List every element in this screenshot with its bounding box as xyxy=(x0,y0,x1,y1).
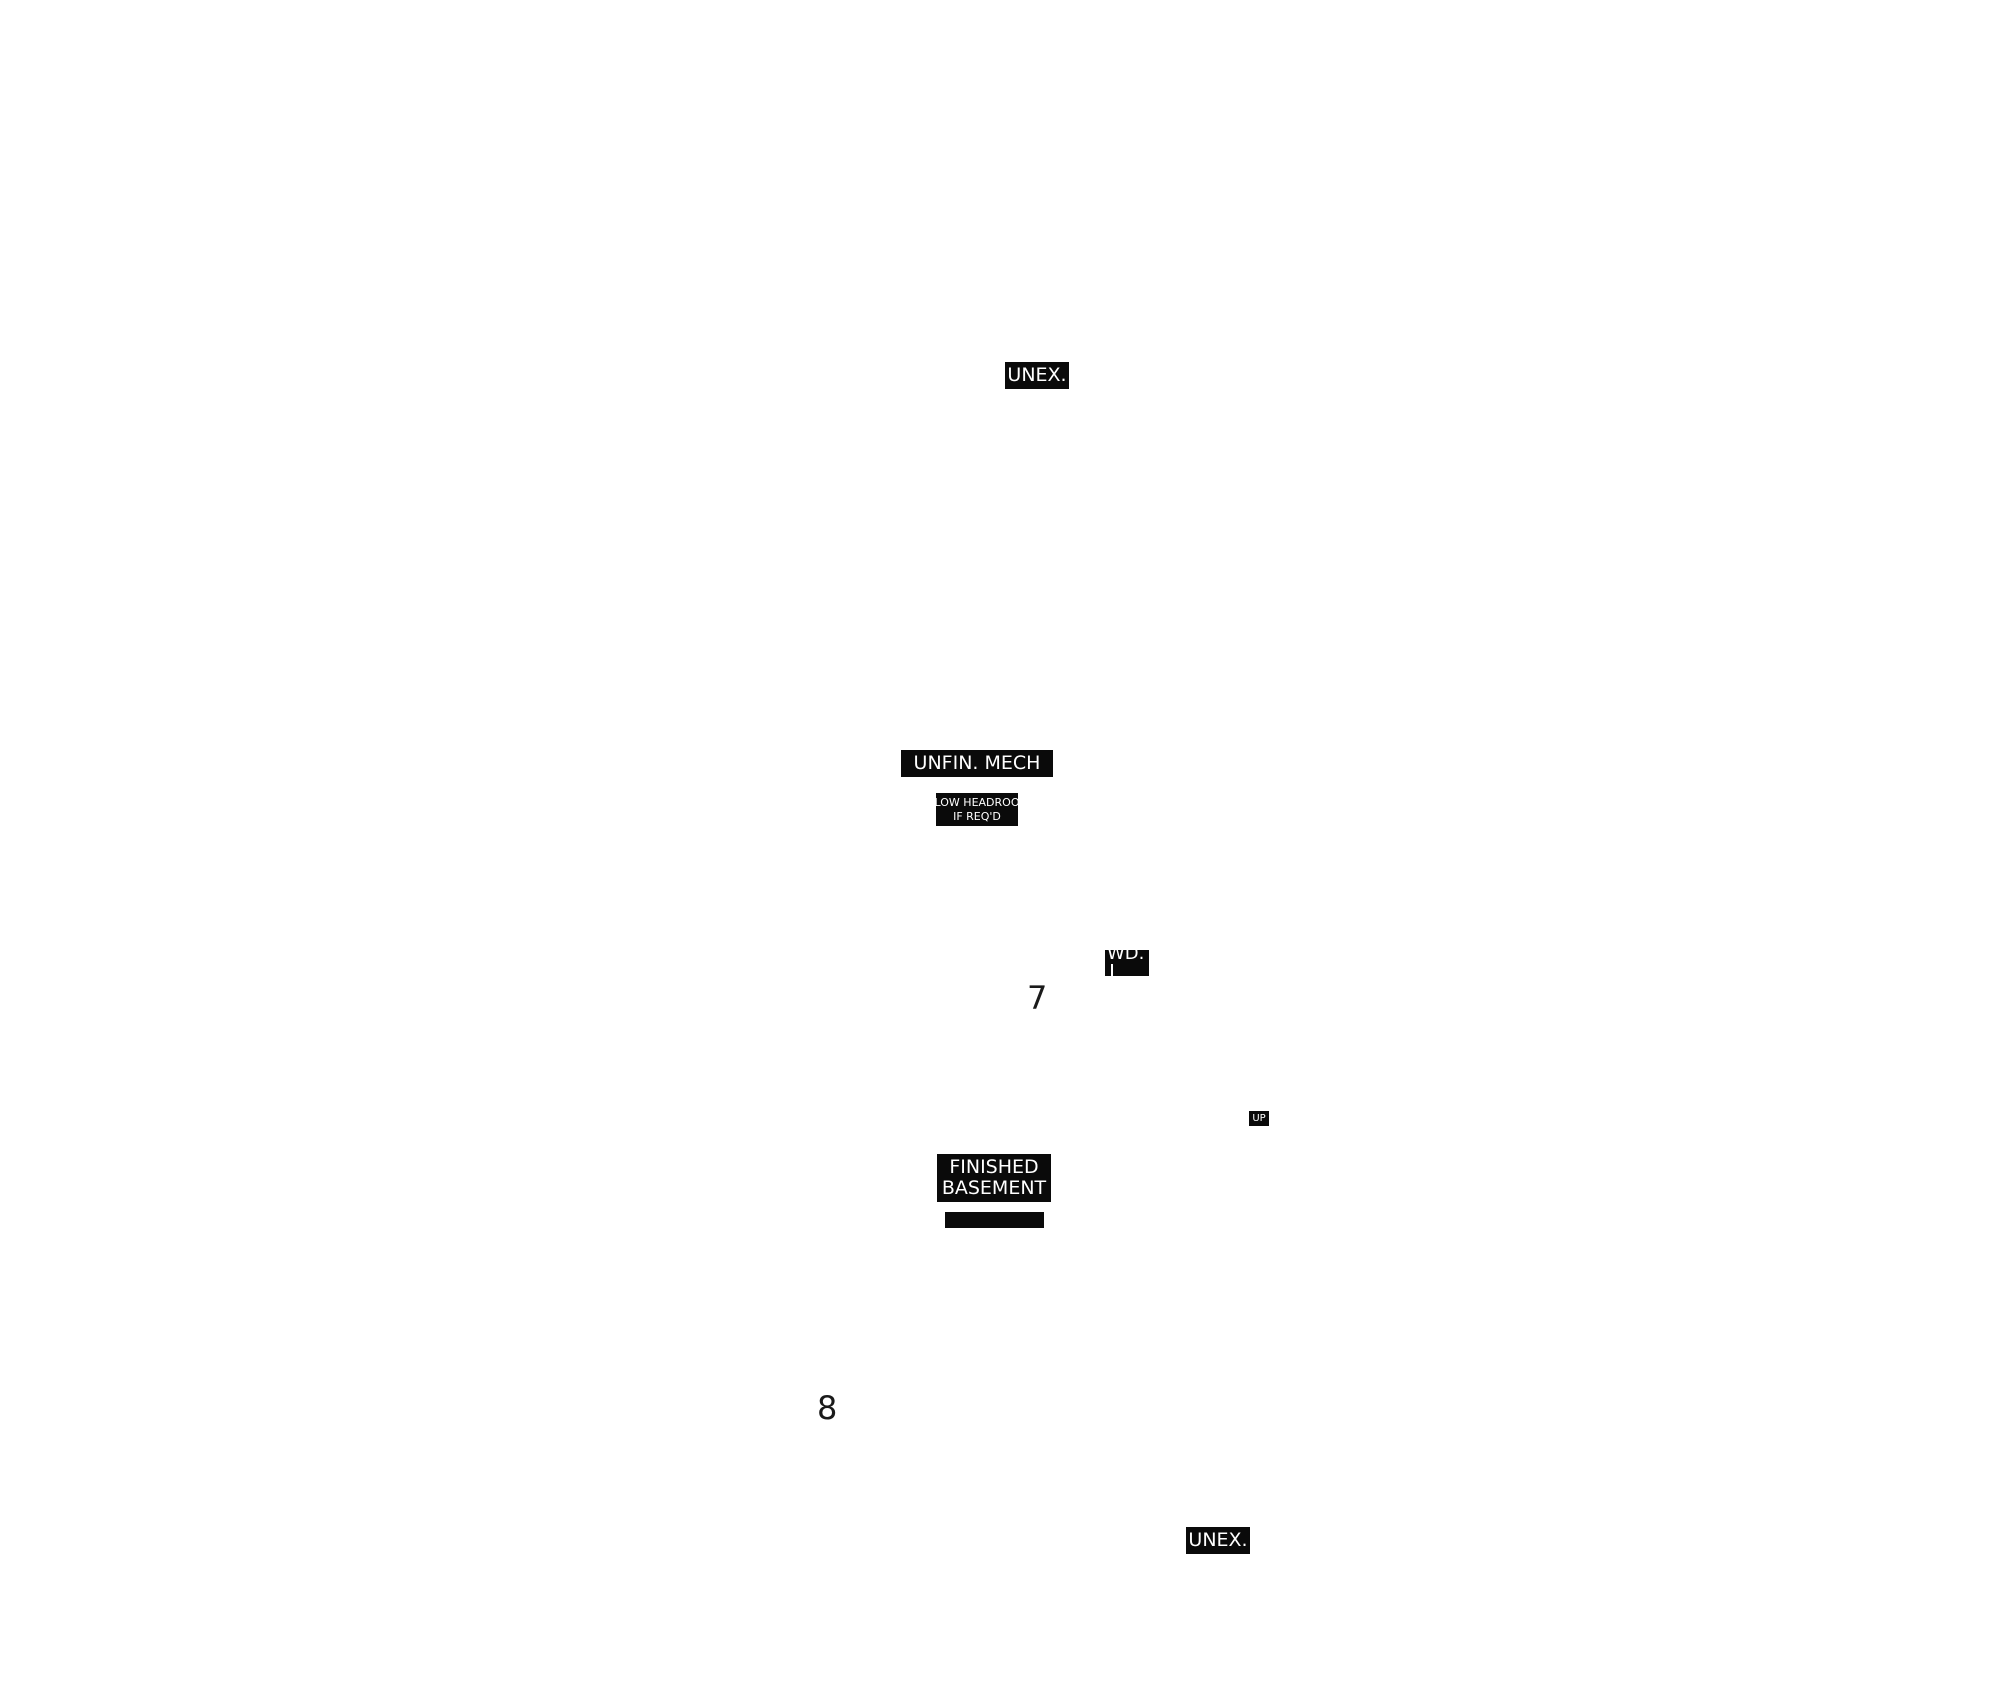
label-finished-basement: FINISHED BASEMENT xyxy=(937,1154,1051,1202)
label-stairs-up-text: UP xyxy=(1252,1112,1266,1124)
label-unex-top: UNEX. xyxy=(1005,362,1069,389)
label-unex-top-text: UNEX. xyxy=(1007,363,1067,386)
label-low-headroom: LOW HEADROO IF REQ'D xyxy=(936,793,1018,826)
label-low-headroom-line-1: LOW HEADROO xyxy=(936,796,1018,810)
label-low-headroom-line-2: IF REQ'D xyxy=(953,809,1001,823)
label-unfinished-mechanical: UNFIN. MECH xyxy=(901,750,1053,777)
room-number-7: 7 xyxy=(1027,979,1048,1017)
label-washer-dryer: WD. xyxy=(1105,950,1149,976)
label-finished-basement-line-1: FINISHED xyxy=(949,1156,1039,1179)
label-unfinished-mechanical-text: UNFIN. MECH xyxy=(913,751,1041,774)
label-finished-basement-line-2: BASEMENT xyxy=(941,1177,1047,1199)
label-washer-dryer-text: WD. xyxy=(1107,950,1144,976)
label-unex-bottom: UNEX. xyxy=(1186,1527,1250,1554)
label-dimension-bar xyxy=(945,1212,1044,1228)
text-cursor-mark xyxy=(1111,964,1113,976)
room-number-8: 8 xyxy=(817,1389,838,1427)
label-unex-bottom-text: UNEX. xyxy=(1188,1528,1248,1551)
label-stairs-up: UP xyxy=(1249,1111,1269,1126)
